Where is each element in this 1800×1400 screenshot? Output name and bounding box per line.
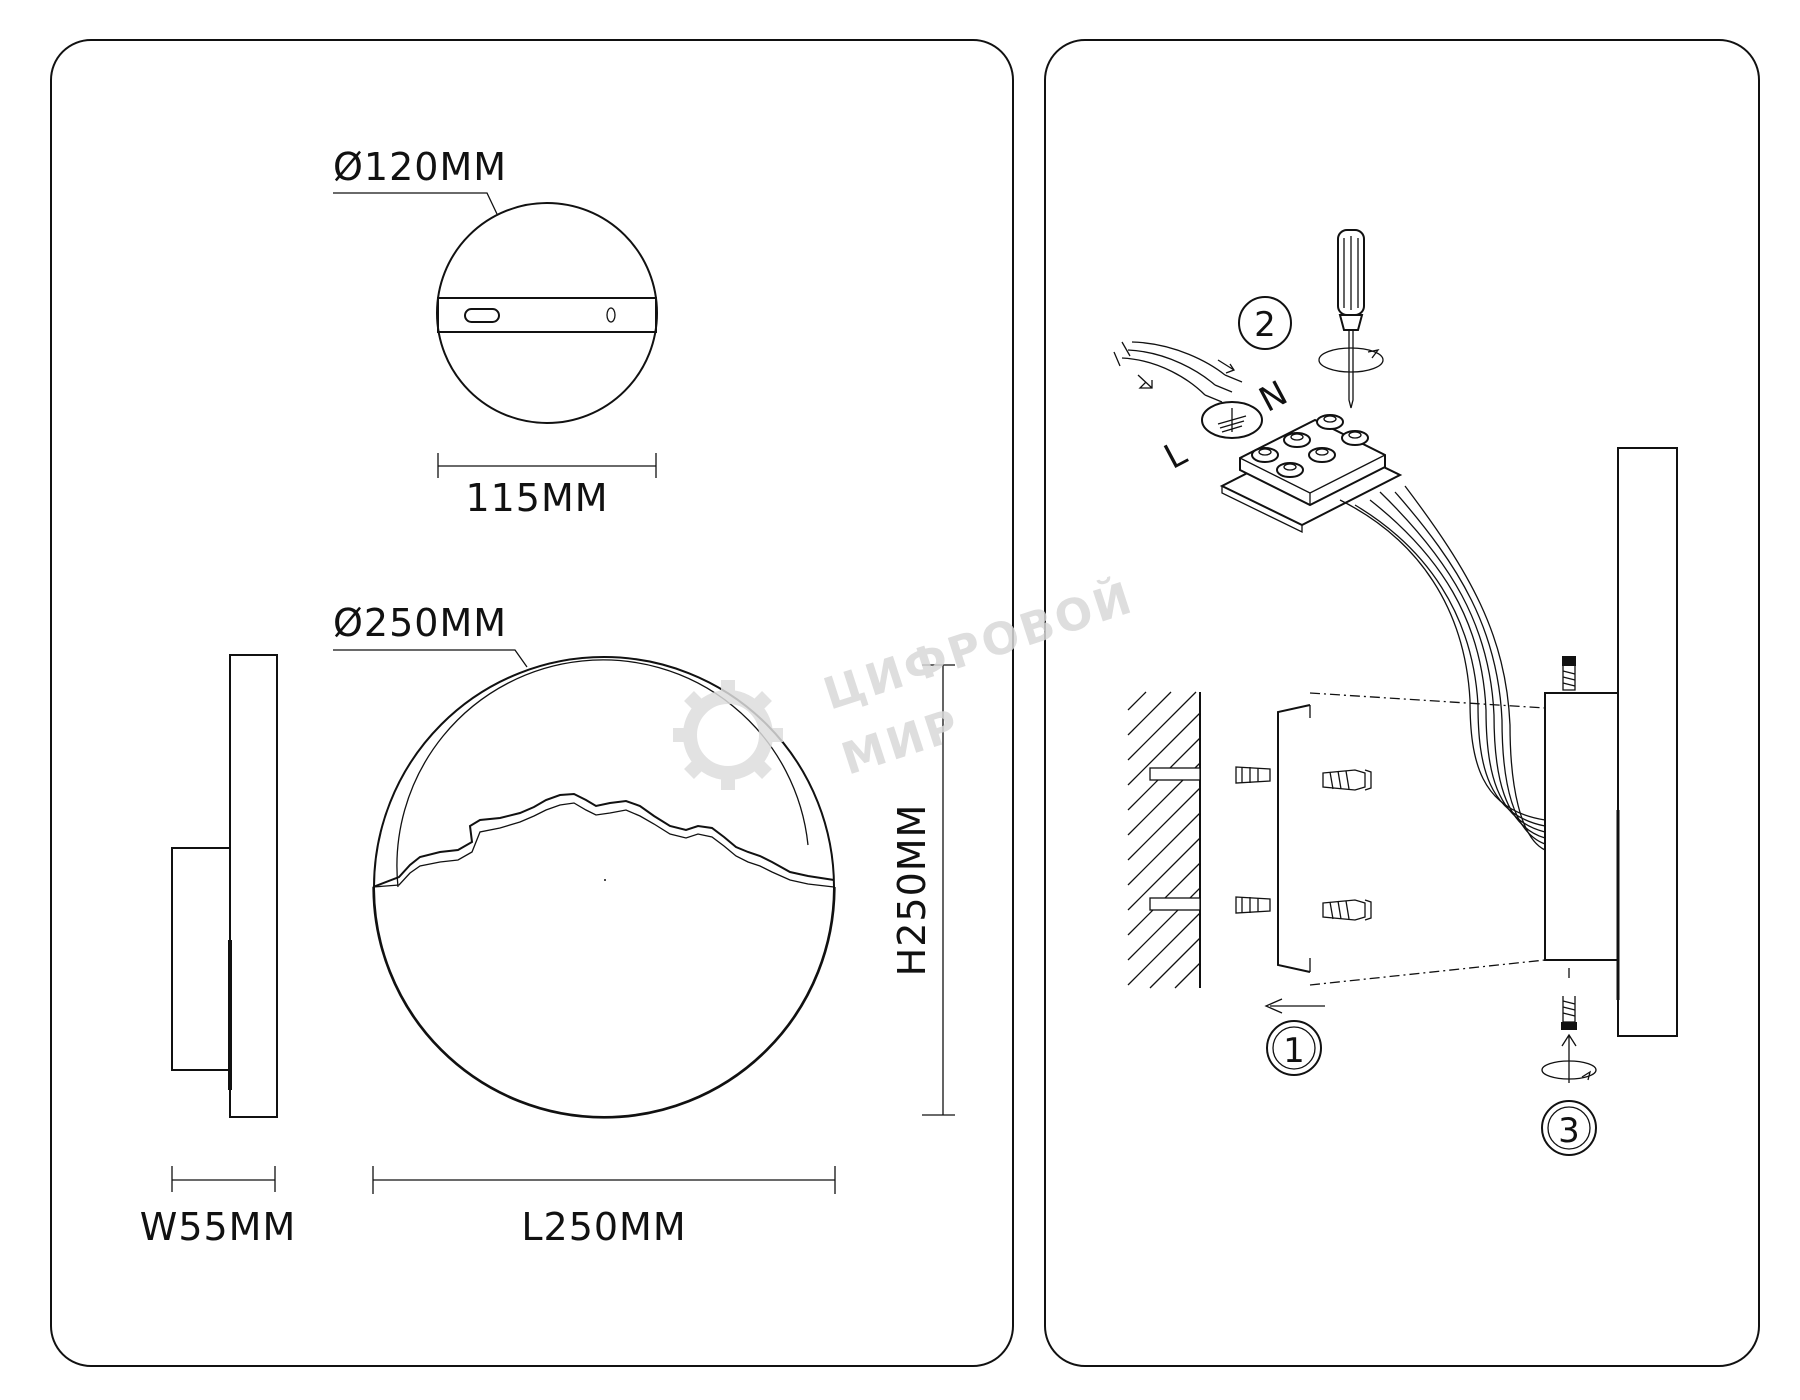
watermark: ЦИФРОВОЙ МИР [673, 570, 1140, 790]
dimensions-panel-frame [50, 39, 1014, 1367]
screw-lower [1322, 899, 1372, 921]
lamp-body-side [1617, 447, 1678, 1037]
step-2-marker: 2 [1238, 296, 1292, 350]
depth-label: W55MM [140, 1205, 297, 1249]
gear-icon [673, 680, 783, 790]
length-dimension [372, 1166, 836, 1194]
step-3-marker: 3 [1541, 1100, 1597, 1156]
supply-wires [1339, 485, 1546, 851]
height-label: H250MM [890, 804, 934, 977]
terminal-label-l: L [1158, 433, 1194, 477]
step-3-label: 3 [1558, 1111, 1580, 1151]
step-1-arrow [1264, 998, 1325, 1014]
depth-dimension [171, 1166, 276, 1192]
ground-symbol [1201, 401, 1263, 439]
wall-anchor-lower [1235, 896, 1271, 914]
lamp-diameter-label: Ø250MM [333, 601, 507, 645]
terminal-block [1219, 414, 1403, 534]
height-dimension [922, 664, 955, 1116]
watermark-line-1: ЦИФРОВОЙ [817, 570, 1140, 720]
step-2-label: 2 [1254, 305, 1276, 345]
screwdriver-icon [1318, 229, 1384, 409]
installation-panel: L N 2 1 [1044, 39, 1760, 1367]
wall-anchor-upper [1235, 766, 1271, 784]
installation-panel-frame [1044, 39, 1760, 1367]
length-label: L250MM [521, 1205, 686, 1249]
lamp-base [1544, 692, 1619, 961]
incoming-cable [1113, 341, 1243, 403]
step-1-marker: 1 [1266, 1020, 1322, 1076]
wall-section [1127, 691, 1201, 989]
screw-bottom [1541, 968, 1597, 1083]
mount-plate-diameter-label: Ø120MM [333, 145, 507, 189]
step-1-label: 1 [1283, 1031, 1305, 1071]
mount-plate-width-dimension [437, 453, 657, 478]
mount-plate-drawing: Ø120MM 115MM [333, 145, 658, 520]
terminal-screws [1251, 414, 1369, 478]
dimensions-panel: Ø120MM 115MM W55MM [50, 39, 1014, 1367]
lamp-front-view: Ø250MM H250MM L250MM [333, 601, 955, 1249]
lamp-side-view: W55MM [140, 654, 297, 1249]
mount-plate-width-label: 115MM [465, 476, 608, 520]
screw-upper [1322, 769, 1372, 791]
mounting-bracket [1277, 704, 1311, 973]
screw-top [1562, 656, 1576, 691]
